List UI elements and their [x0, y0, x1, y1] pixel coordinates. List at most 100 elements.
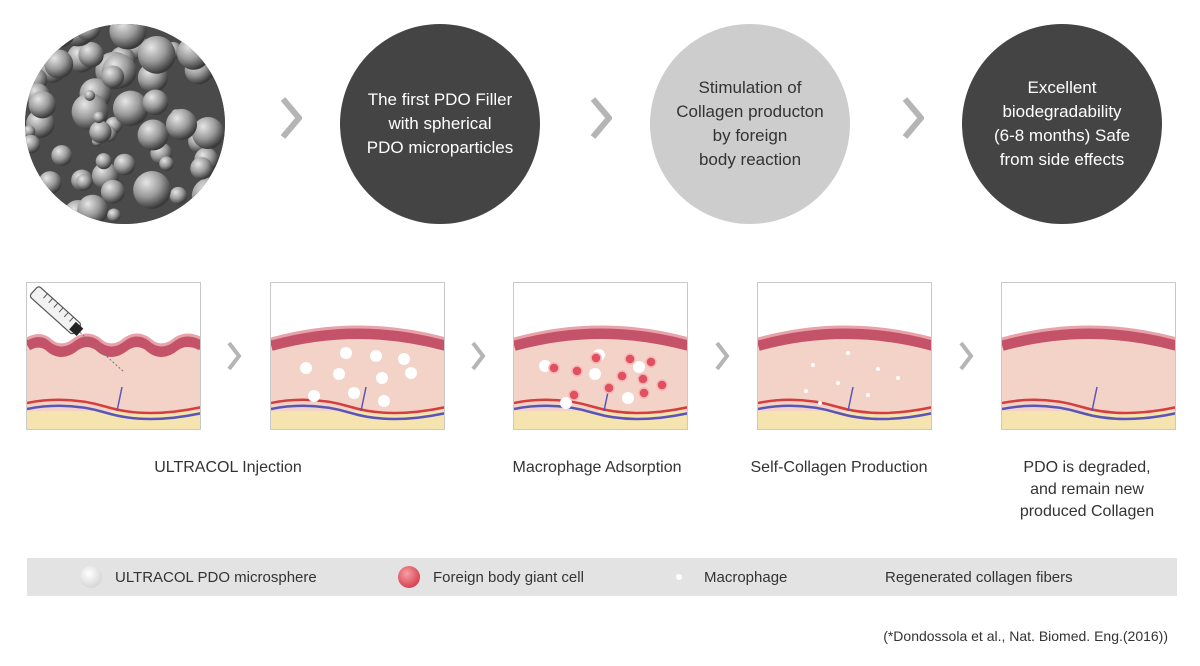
pdo-microsphere [560, 397, 572, 409]
macrophage-dot [811, 363, 815, 367]
microparticle-sphere [142, 89, 169, 116]
macrophage-dot [866, 393, 870, 397]
circle-text: The first PDO Filler with spherical PDO … [366, 90, 514, 157]
fat-layer [514, 411, 687, 429]
skin-diagram [27, 283, 200, 429]
microparticle-sphere [165, 108, 197, 140]
chevron-right-icon [227, 341, 242, 371]
microparticle-sphere [28, 90, 57, 119]
pdo-microparticle-photo [25, 24, 225, 224]
pdo-microsphere [378, 395, 390, 407]
circle-biodegradability: Excellent biodegradability (6-8 months) … [962, 24, 1162, 224]
chevron-right-icon [590, 97, 612, 139]
circle-collagen-stimulation: Stimulation of Collagen producton by for… [650, 24, 850, 224]
macrophage-dot [876, 367, 880, 371]
skin-diagram [514, 283, 687, 429]
microparticle-sphere [177, 36, 211, 70]
vein [271, 404, 444, 421]
pdo-microsphere [376, 372, 388, 384]
microparticle-sphere [84, 90, 96, 101]
microparticle-sphere [38, 171, 62, 195]
microparticle-sphere [75, 173, 93, 191]
microparticle-sphere [51, 24, 65, 32]
legend-item-macrophage: Macrophage [672, 558, 787, 596]
artery [1002, 398, 1175, 415]
circle-pdo-filler: The first PDO Filler with spherical PDO … [340, 24, 540, 224]
microparticle-sphere [32, 55, 45, 68]
legend-label: Regenerated collagen fibers [885, 568, 1073, 586]
vein [514, 404, 687, 421]
microparticle-sphere [78, 42, 104, 68]
epidermis-layer [514, 327, 687, 351]
microparticle-sphere [44, 49, 74, 79]
microparticle-sphere [137, 35, 176, 74]
panel-degraded [1001, 282, 1176, 430]
fat-layer [758, 411, 931, 429]
microparticle-sphere [112, 90, 149, 126]
microparticle-sphere [30, 190, 51, 211]
giant-cell [571, 365, 583, 377]
chevron-right-icon [471, 341, 486, 371]
artery [271, 398, 444, 415]
giant-cell [638, 387, 650, 399]
microparticle-sphere [137, 119, 169, 151]
legend-item-microsphere: ULTRACOL PDO microsphere [79, 558, 317, 596]
chevron-right-icon [902, 97, 924, 139]
giant-cell [624, 353, 636, 365]
giant-cell [590, 352, 602, 364]
step-label-degraded: PDO is degraded, and remain new produced… [1019, 459, 1155, 520]
syringe-icon [29, 286, 125, 373]
legend-label: Foreign body giant cell [433, 568, 584, 586]
microparticle-sphere [28, 207, 52, 224]
pdo-microsphere [633, 361, 645, 373]
artery [758, 398, 931, 415]
microparticle-sphere [101, 65, 125, 89]
small-white-dot-icon [676, 574, 682, 580]
pdo-microsphere [333, 368, 345, 380]
step-label-collagen: Self-Collagen Production [750, 459, 928, 476]
skin-diagram [271, 283, 444, 429]
microparticle-sphere [133, 171, 171, 209]
pdo-microsphere [405, 367, 417, 379]
step-label-macrophage: Macrophage Adsorption [512, 459, 682, 476]
microparticle-sphere [89, 120, 112, 144]
legend-item-collagen-fibers: Regenerated collagen fibers [885, 558, 1073, 596]
pdo-microsphere [308, 390, 320, 402]
microparticle-sphere [51, 145, 73, 166]
pdo-microsphere [340, 347, 352, 359]
legend-bar: ULTRACOL PDO microsphere Foreign body gi… [27, 558, 1177, 596]
step-label-injection: ULTRACOL Injection [154, 459, 302, 476]
red-cell-icon [398, 566, 420, 588]
panel-microspheres [270, 282, 445, 430]
giant-cell [548, 362, 560, 374]
giant-cell [656, 379, 668, 391]
vein [1002, 404, 1175, 421]
citation: (*Dondossola et al., Nat. Biomed. Eng.(2… [883, 628, 1168, 644]
panel-collagen [757, 282, 932, 430]
microparticle-sphere [190, 157, 213, 180]
pdo-microsphere [398, 353, 410, 365]
pdo-microsphere [622, 392, 634, 404]
macrophage-dot [846, 351, 850, 355]
giant-cell [645, 356, 657, 368]
pdo-microsphere [300, 362, 312, 374]
microparticle-sphere [77, 194, 108, 224]
microparticle-sphere [107, 208, 121, 222]
microparticle-sphere [109, 24, 147, 50]
fat-layer [1002, 411, 1175, 429]
skin-diagram [758, 283, 931, 429]
pdo-microsphere [539, 360, 551, 372]
macrophage-dot [896, 376, 900, 380]
circle-text: Excellent biodegradability (6-8 months) … [993, 78, 1131, 169]
microparticle-image [25, 24, 225, 224]
vein [758, 404, 931, 421]
chevron-right-icon [959, 341, 974, 371]
pdo-microsphere [589, 368, 601, 380]
vein [27, 404, 200, 421]
macrophage-dot [818, 401, 822, 405]
epidermis-layer [27, 335, 200, 357]
chevron-right-icon [715, 341, 730, 371]
legend-label: ULTRACOL PDO microsphere [115, 568, 317, 586]
giant-cell [568, 389, 580, 401]
epidermis-layer [271, 327, 444, 351]
